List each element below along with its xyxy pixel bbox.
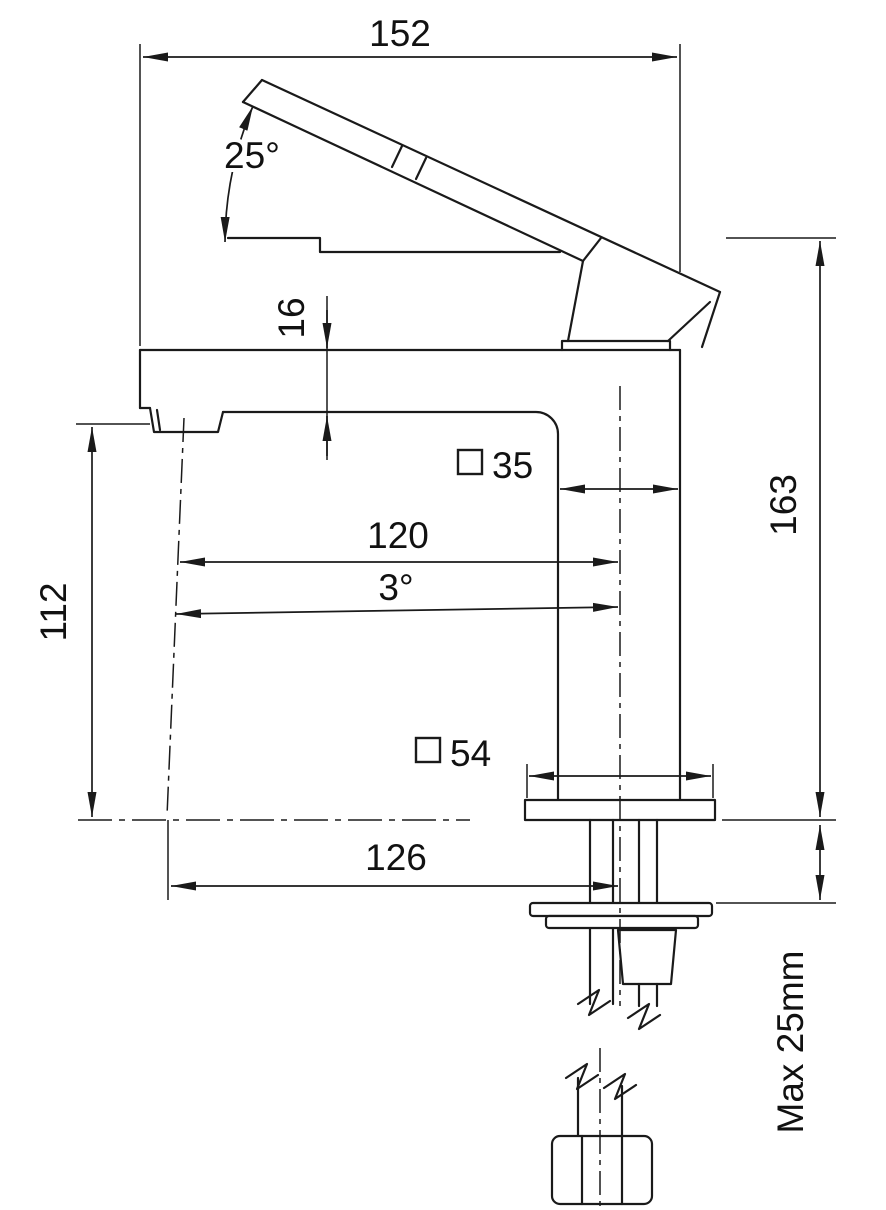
break-symbol [564, 1062, 600, 1091]
dimension-spout-angle: 3° [175, 567, 619, 619]
cap-front-edge [566, 259, 585, 343]
dimension-base-square: 54 [414, 733, 714, 798]
dimension-label-35: 35 [492, 445, 533, 486]
dimension-max-mounting: Max 25mm [716, 825, 836, 1133]
cap-right-edge [700, 290, 722, 349]
handle-notch-line [390, 144, 404, 169]
dimension-label-max25: Max 25mm [770, 951, 811, 1134]
handle-notch-line [414, 156, 428, 181]
dimension-spout-reach: 120 [180, 515, 618, 567]
break-symbol [626, 1002, 662, 1031]
handle-lever [241, 78, 722, 352]
angle-arc [220, 105, 254, 243]
square-section-symbol [414, 736, 442, 764]
dimension-line [175, 602, 619, 619]
dimension-label-16: 16 [271, 297, 312, 338]
dimension-label-152: 152 [369, 13, 431, 54]
break-symbol [602, 1072, 638, 1101]
handle-horizontal-reference [226, 236, 562, 254]
handle-top-edge [260, 78, 722, 294]
square-section-symbol [456, 448, 484, 476]
break-symbol [576, 988, 612, 1017]
dimension-base-reach: 126 [167, 820, 618, 900]
lever-end-face [581, 236, 603, 263]
spout-tilt-centerline [166, 417, 185, 817]
mounting-washer-top [528, 901, 714, 918]
dimension-label-163: 163 [763, 474, 804, 536]
hex-nut [550, 1134, 654, 1206]
hex-nut-facets [580, 1134, 624, 1206]
dimension-handle-angle: 25° [220, 105, 284, 243]
dimension-label-126: 126 [365, 837, 427, 878]
tail-piece [550, 1062, 654, 1206]
spout-underside-body-left [221, 410, 560, 802]
centerlines [78, 386, 621, 1208]
handle-underside [241, 100, 585, 263]
dimension-label-25deg: 25° [224, 135, 280, 176]
mounting-nut [616, 928, 678, 986]
dimension-label-3deg: 3° [378, 567, 413, 608]
tail-rod [576, 1076, 624, 1138]
handle-tip-edge [241, 78, 264, 104]
dimension-overall-width: 152 [139, 13, 681, 346]
mounting-hardware [528, 818, 714, 1031]
dimension-spout-thickness: 16 [271, 296, 332, 460]
aerator-detail-line [155, 408, 162, 432]
mounting-washer-bottom [544, 914, 700, 930]
cartridge-collar [560, 339, 672, 352]
dimension-label-120: 120 [367, 515, 429, 556]
faucet-outline [138, 78, 722, 1206]
threaded-stud-lower [637, 982, 659, 1008]
dimension-label-112: 112 [33, 583, 74, 642]
dimension-label-54: 54 [450, 733, 491, 774]
aerator-outlet [148, 406, 225, 434]
dimension-body-square: 35 [456, 445, 678, 494]
dimension-spout-height: 112 [33, 423, 150, 817]
spout-body [138, 348, 682, 802]
cap-chamfer-edge [666, 300, 712, 343]
dimension-overall-height: 163 [722, 237, 836, 821]
